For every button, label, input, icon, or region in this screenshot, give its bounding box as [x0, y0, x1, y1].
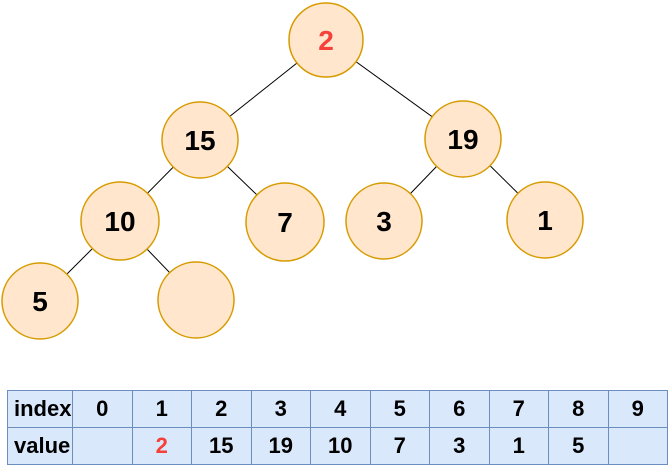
node-value-10: 10 — [104, 206, 135, 237]
tree-node-7 — [245, 182, 325, 262]
index-cell: 9 — [607, 390, 668, 428]
value-cell: 15 — [191, 427, 252, 465]
value-cell: 1 — [488, 427, 549, 465]
tree-node-3 — [345, 182, 423, 260]
index-cell: 7 — [488, 390, 549, 428]
index-cell: 4 — [310, 390, 371, 428]
node-value-15: 15 — [184, 125, 215, 156]
value-cell — [607, 427, 668, 465]
tree-node-root — [288, 2, 364, 78]
value-cell: 5 — [548, 427, 609, 465]
value-row: value 2 15 19 10 7 3 1 5 — [7, 427, 668, 465]
value-cell: 7 — [369, 427, 430, 465]
value-cell: 19 — [250, 427, 311, 465]
node-value-3: 3 — [376, 206, 392, 237]
tree-node-15 — [161, 101, 239, 179]
node-value-5: 5 — [32, 286, 48, 317]
index-cell: 5 — [369, 390, 430, 428]
index-cell: 8 — [548, 390, 609, 428]
index-cell: 0 — [72, 390, 133, 428]
tree-canvas: 2 15 19 10 7 3 1 5 — [1, 2, 584, 340]
tree-node-10 — [80, 181, 160, 261]
value-cell: 10 — [310, 427, 371, 465]
value-row-header: value — [7, 427, 73, 465]
value-cell — [72, 427, 133, 465]
array-representation-table: index 0 1 2 3 4 5 6 7 8 9 value 2 15 19 … — [7, 390, 668, 465]
node-value-1: 1 — [537, 205, 553, 236]
index-row: index 0 1 2 3 4 5 6 7 8 9 — [7, 390, 668, 428]
tree-node-1 — [506, 181, 584, 259]
index-cell: 6 — [429, 390, 490, 428]
value-cell-highlighted: 2 — [131, 427, 192, 465]
tree-node-empty — [157, 261, 235, 339]
node-value-root: 2 — [318, 25, 334, 56]
tree-node-5 — [1, 262, 79, 340]
node-value-19: 19 — [447, 124, 478, 155]
index-row-header: index — [7, 390, 73, 428]
index-cell: 1 — [131, 390, 192, 428]
index-cell: 2 — [191, 390, 252, 428]
index-cell: 3 — [250, 390, 311, 428]
tree-node-19 — [424, 100, 502, 178]
value-cell: 3 — [429, 427, 490, 465]
node-value-7: 7 — [277, 207, 293, 238]
